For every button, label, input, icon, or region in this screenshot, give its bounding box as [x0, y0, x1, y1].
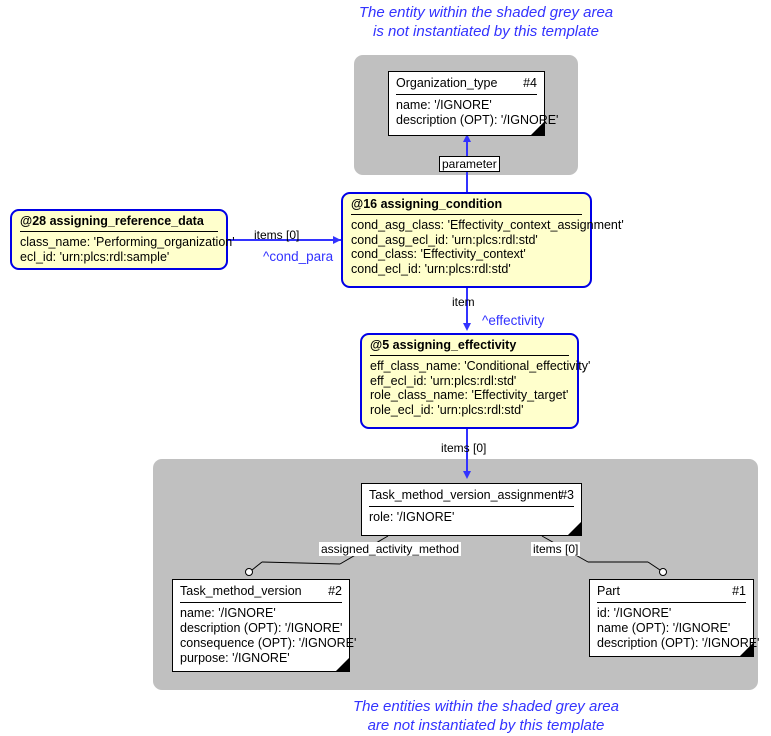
template-attribute: cond_asg_class: 'Effectivity_context_ass… [351, 218, 624, 232]
entity-attribute: name: '/IGNORE' [396, 98, 492, 112]
entity-number-task-method-version: #2 [328, 584, 342, 598]
edge-label-parameter: parameter [439, 156, 500, 172]
entity-part[interactable]: Part #1 id: '/IGNORE' name (OPT): '/IGNO… [589, 579, 760, 657]
template-attribute: role_ecl_id: 'urn:plcs:rdl:std' [370, 402, 524, 417]
template-attributes-assigning-reference-data: class_name: 'Performing_organization' ec… [20, 235, 235, 264]
connector-parameter-arrowhead [463, 134, 471, 142]
template-assigning-condition[interactable]: @16 assigning_condition cond_asg_class: … [341, 192, 624, 288]
connector-items0-ref-line [228, 239, 341, 241]
entity-header-task-method-version-assignment: Task_method_version_assignment #3 [369, 488, 574, 507]
entity-header-organization-type: Organization_type #4 [396, 76, 537, 95]
entity-attribute: description (OPT): '/IGNORE' [180, 621, 343, 635]
entity-attribute: role: '/IGNORE' [369, 510, 455, 524]
template-attribute: eff_ecl_id: 'urn:plcs:rdl:std' [370, 373, 517, 388]
template-attribute: cond_ecl_id: 'urn:plcs:rdl:std' [351, 261, 511, 276]
template-title-assigning-reference-data: @28 assigning_reference_data [20, 214, 218, 232]
template-title-assigning-effectivity: @5 assigning_effectivity [370, 338, 569, 356]
entity-name-part: Part [597, 584, 620, 598]
entity-attribute: name: '/IGNORE' [180, 606, 276, 620]
edge-label-items0-eff: items [0] [441, 441, 487, 455]
top-caption: The entity within the shaded grey area i… [358, 4, 614, 40]
entity-organization-type[interactable]: Organization_type #4 name: '/IGNORE' des… [388, 71, 559, 136]
edge-label-items0-part: items [0] [531, 542, 581, 556]
template-attribute: class_name: 'Performing_organization' [20, 235, 235, 249]
entity-number-part: #1 [732, 584, 746, 598]
entity-attributes-task-method-version: name: '/IGNORE' description (OPT): '/IGN… [180, 606, 357, 666]
connector-items0-eff-arrowhead [463, 471, 471, 479]
entity-corner-marker-icon [336, 658, 349, 671]
connector-item-arrowhead [463, 323, 471, 331]
template-attributes-assigning-condition: cond_asg_class: 'Effectivity_context_ass… [351, 218, 624, 276]
entity-task-method-version-assignment[interactable]: Task_method_version_assignment #3 role: … [361, 483, 582, 536]
entity-attributes-organization-type: name: '/IGNORE' description (OPT): '/IGN… [396, 98, 559, 128]
entity-attribute: description (OPT): '/IGNORE' [597, 636, 760, 650]
entity-attributes-task-method-version-assignment: role: '/IGNORE' [369, 510, 574, 525]
edge-label-item: item [452, 295, 475, 309]
template-title-assigning-condition: @16 assigning_condition [351, 197, 582, 215]
entity-attribute: consequence (OPT): '/IGNORE' [180, 636, 357, 650]
entity-corner-marker-icon [568, 522, 581, 535]
entity-attribute: name (OPT): '/IGNORE' [597, 621, 731, 635]
entity-number-task-method-version-assignment: #3 [560, 488, 574, 502]
template-attributes-assigning-effectivity: eff_class_name: 'Conditional_effectivity… [370, 359, 591, 417]
entity-corner-marker-icon [531, 122, 544, 135]
entity-task-method-version[interactable]: Task_method_version #2 name: '/IGNORE' d… [172, 579, 357, 672]
edge-label-items0-ref: items [0] [254, 228, 300, 242]
edge-label-assigned-activity-method: assigned_activity_method [319, 542, 462, 556]
entity-number-organization-type: #4 [523, 76, 537, 90]
template-attribute: role_class_name: 'Effectivity_target' [370, 388, 569, 402]
connector-items0-eff-line [466, 428, 468, 475]
entity-attribute: purpose: '/IGNORE' [180, 651, 290, 665]
entity-attributes-part: id: '/IGNORE' name (OPT): '/IGNORE' desc… [597, 606, 760, 651]
entity-header-part: Part #1 [597, 584, 746, 603]
entity-corner-marker-icon [740, 643, 753, 656]
entity-header-task-method-version: Task_method_version #2 [180, 584, 342, 603]
connector-items0-ref-arrowhead [333, 236, 341, 244]
template-assigning-effectivity[interactable]: @5 assigning_effectivity eff_class_name:… [360, 333, 591, 429]
entity-name-task-method-version-assignment: Task_method_version_assignment [369, 488, 562, 502]
connector-item-line [466, 288, 468, 328]
template-attribute: eff_class_name: 'Conditional_effectivity… [370, 359, 591, 373]
entity-name-organization-type: Organization_type [396, 76, 498, 90]
bottom-caption: The entities within the shaded grey area… [353, 698, 619, 734]
edge-label-cond-para: ^cond_para [263, 249, 334, 264]
entity-attribute: id: '/IGNORE' [597, 606, 672, 620]
edge-label-effectivity: ^effectivity [482, 313, 545, 328]
entity-name-task-method-version: Task_method_version [180, 584, 302, 598]
template-attribute: cond_asg_ecl_id: 'urn:plcs:rdl:std' [351, 232, 538, 247]
entity-attribute: description (OPT): '/IGNORE' [396, 113, 559, 127]
template-attribute: cond_class: 'Effectivity_context' [351, 247, 526, 261]
template-attribute: ecl_id: 'urn:plcs:rdl:sample' [20, 249, 170, 264]
template-assigning-reference-data[interactable]: @28 assigning_reference_data class_name:… [10, 209, 235, 270]
